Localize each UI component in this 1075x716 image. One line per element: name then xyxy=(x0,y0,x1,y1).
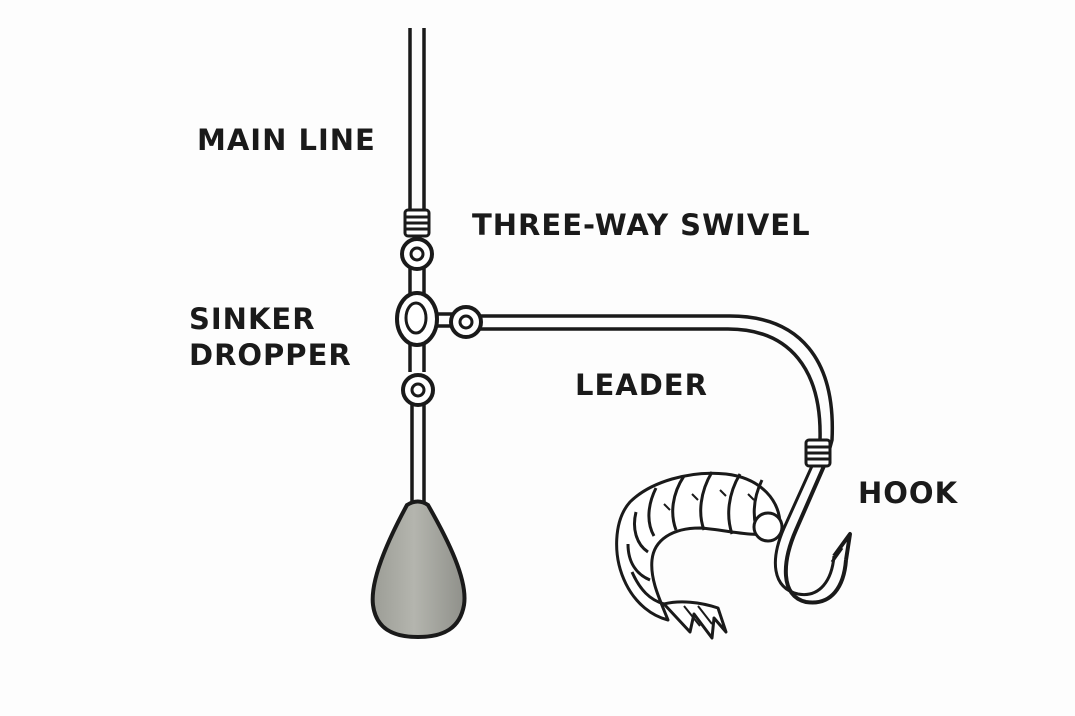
leader-label: LEADER xyxy=(575,368,708,402)
sinker-dropper-label: SINKER DROPPER xyxy=(189,301,352,373)
sinker-dropper-label-line-1: SINKER xyxy=(189,302,316,336)
hook-icon xyxy=(773,438,852,605)
three-way-swivel-label: THREE-WAY SWIVEL xyxy=(472,208,811,242)
main-line-knot xyxy=(403,208,431,238)
main-line-label: MAIN LINE xyxy=(197,123,376,157)
shrimp-icon xyxy=(615,471,784,640)
hook-label: HOOK xyxy=(858,476,959,510)
main-line xyxy=(408,28,426,214)
three-way-swivel-icon xyxy=(395,237,483,407)
leader-line xyxy=(480,314,835,463)
sinker-icon xyxy=(370,499,467,640)
sinker-dropper-label-line-2: DROPPER xyxy=(189,338,352,372)
sinker-dropper-line xyxy=(410,404,426,505)
